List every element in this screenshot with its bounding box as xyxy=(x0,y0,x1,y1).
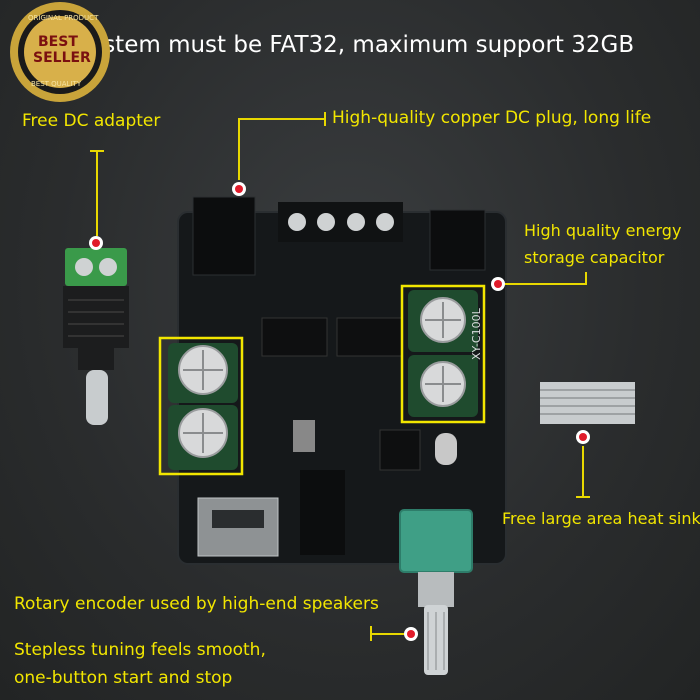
left-capacitors xyxy=(168,343,238,470)
dc-plug-marker xyxy=(232,182,246,196)
badge-line1: BEST xyxy=(38,34,78,50)
dc-plug-leader-cap xyxy=(324,112,326,126)
capacitor-leader-v xyxy=(585,272,587,284)
heat-sink xyxy=(540,382,635,424)
capacitor-leader-h xyxy=(503,283,587,285)
capacitor-marker xyxy=(491,277,505,291)
badge-top-text: ORIGINAL PRODUCT xyxy=(28,14,99,22)
badge-line2: SELLER xyxy=(33,50,91,66)
header-text: U e system must be FAT32, maximum suppor… xyxy=(32,32,635,58)
best-seller-badge xyxy=(10,2,110,102)
callout-capacitor-line2: storage capacitor xyxy=(524,248,665,267)
callout-heat-sink: Free large area heat sink xyxy=(502,509,700,528)
callout-capacitor-line1: High quality energy xyxy=(524,221,682,240)
heat-sink-leader-cap xyxy=(576,496,590,498)
left-capacitor-highlight xyxy=(158,336,244,476)
board-label: XY-C100L xyxy=(470,308,483,360)
encoder-marker xyxy=(404,627,418,641)
dc-adapter-leader xyxy=(96,150,98,236)
callout-tuning-line2: one-button start and stop xyxy=(14,668,233,688)
callout-encoder: Rotary encoder used by high-end speakers xyxy=(14,594,379,614)
right-capacitor-highlight xyxy=(400,284,486,424)
dc-plug-leader-h xyxy=(238,118,324,120)
dc-plug-leader-v xyxy=(238,118,240,180)
heat-sink-marker xyxy=(576,430,590,444)
rotary-encoder xyxy=(399,509,473,675)
right-capacitors xyxy=(408,290,478,417)
callout-dc-adapter: Free DC adapter xyxy=(22,111,161,131)
callout-dc-plug: High-quality copper DC plug, long life xyxy=(332,108,652,128)
encoder-leader-cap xyxy=(370,626,372,641)
heat-sink-leader xyxy=(582,446,584,498)
dc-adapter xyxy=(63,248,129,425)
dc-adapter-marker xyxy=(89,236,103,250)
callout-tuning-line1: Stepless tuning feels smooth, xyxy=(14,640,266,660)
encoder-leader xyxy=(370,633,406,635)
dc-adapter-leader-cap xyxy=(90,150,104,152)
badge-bottom-text: BEST QUALITY xyxy=(31,80,82,88)
